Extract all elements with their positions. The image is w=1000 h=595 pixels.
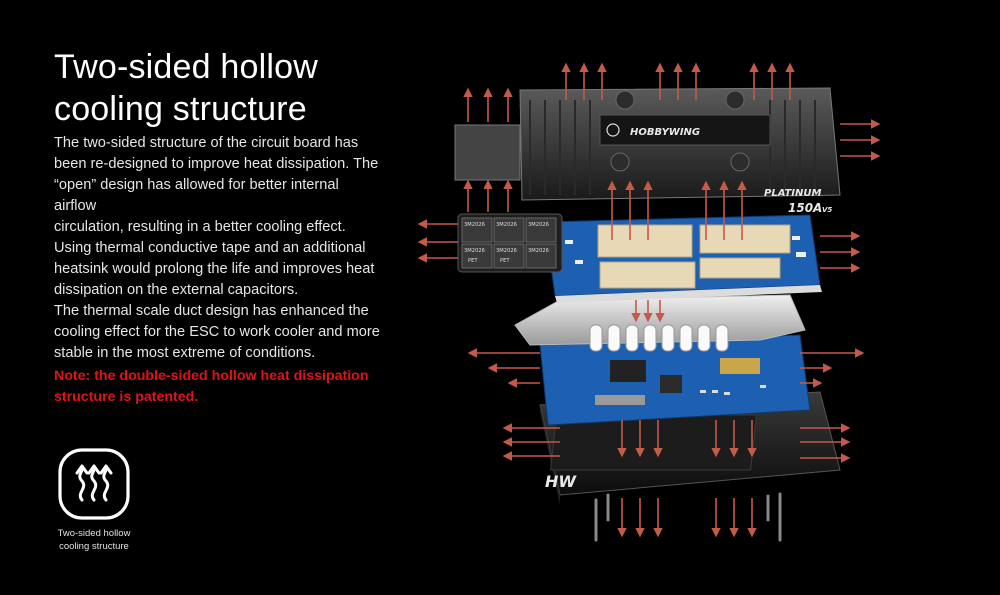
description-line: stable in the most extreme of conditions… <box>54 345 316 361</box>
description: The two-sided structure of the circuit b… <box>54 133 384 364</box>
patent-note: Note: the double-sided hollow heat dissi… <box>54 366 384 408</box>
description-line: cooling effect for the ESC to work coole… <box>54 324 380 340</box>
capacitor-label: 3M2026 <box>496 248 517 254</box>
capacitor-sub-label: PET <box>468 258 478 264</box>
patent-note-line-1: Note: the double-sided hollow heat dissi… <box>54 368 369 384</box>
description-line: been re-designed to improve heat dissipa… <box>54 156 379 172</box>
top-heatsink: HOBBYWING PLATINUM 150A V5 <box>454 87 841 215</box>
bottom-logo: HW <box>545 472 577 491</box>
capacitor-label: 3M2026 <box>528 222 549 228</box>
capacitor-label: 3M2026 <box>464 222 485 228</box>
heat-waves-icon <box>58 448 130 520</box>
title-line-1: Two-sided hollow <box>54 48 318 86</box>
lower-pcb <box>539 334 811 426</box>
description-line: The thermal scale duct design has enhanc… <box>54 303 369 319</box>
model-label: PLATINUM <box>764 188 822 199</box>
capacitor-label: 3M2026 <box>496 222 517 228</box>
badge-caption: Two-sided hollow cooling structure <box>40 527 148 553</box>
capacitors: 3M2026 3M2026 3M2026 3M2026 3M2026 3M202… <box>457 213 563 273</box>
patent-note-line-2: structure is patented. <box>54 389 199 405</box>
badge-caption-line-2: cooling structure <box>59 541 129 552</box>
capacitor-sub-label: PET <box>500 258 510 264</box>
airflow-arrows <box>417 62 881 538</box>
esc-exploded-illustration: HW <box>417 62 881 542</box>
description-line: Using thermal conductive tape and an add… <box>54 240 366 256</box>
brand-logo: HOBBYWING <box>630 127 700 138</box>
capacitor-label: 3M2026 <box>464 248 485 254</box>
badge-caption-line-1: Two-sided hollow <box>57 528 131 539</box>
description-line: “open” design has allowed for better int… <box>54 177 339 214</box>
rating-label: 150A <box>788 201 822 215</box>
description-line: circulation, resulting in a better cooli… <box>54 219 346 235</box>
title-line-2: cooling structure <box>54 90 307 128</box>
description-line: heatsink would prolong the life and impr… <box>54 261 375 277</box>
description-line: The two-sided structure of the circuit b… <box>54 135 359 151</box>
text-block: Two-sided hollow cooling structure The t… <box>54 46 384 408</box>
capacitor-label: 3M2026 <box>528 248 549 254</box>
rating-suffix: V5 <box>822 206 832 214</box>
description-line: dissipation on the external capacitors. <box>54 282 299 298</box>
page-title: Two-sided hollow cooling structure <box>54 46 384 130</box>
upper-pcb <box>544 214 822 303</box>
